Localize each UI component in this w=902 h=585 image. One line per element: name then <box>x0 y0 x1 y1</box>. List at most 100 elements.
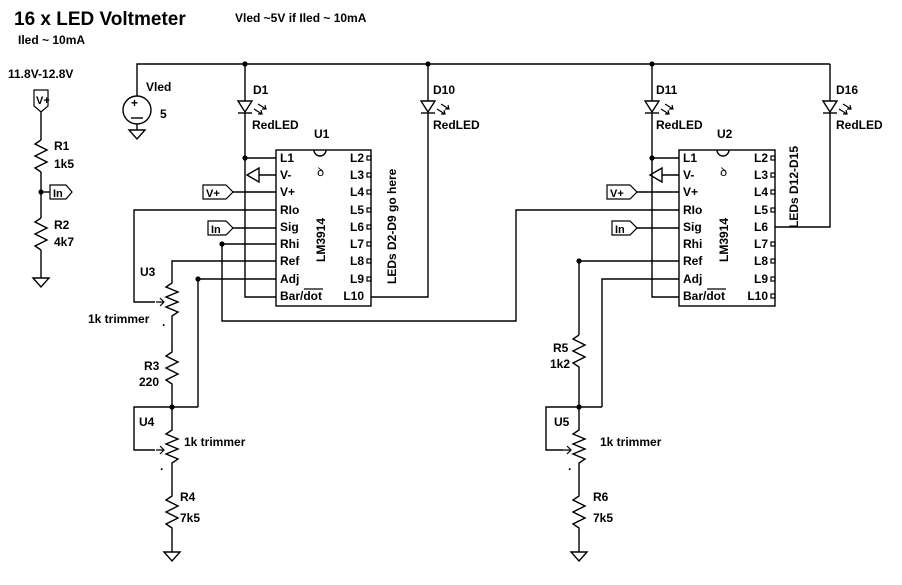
u2-pin-l7: L7 <box>754 237 768 251</box>
resistor-r3: R3 220 <box>139 340 180 407</box>
in-port-supply: In <box>49 184 73 200</box>
u2-pin-rhi: Rhi <box>683 237 702 251</box>
u1-pin-adj: Adj <box>280 272 299 286</box>
svg-text:LM3914: LM3914 <box>314 218 328 262</box>
u2-pin-l6: L6 <box>754 220 768 234</box>
chip-u2: ꝺ U2 LM3914 LEDs D12-D15 L1 V- V+ RIo Si… <box>678 127 801 307</box>
u1-pin-l5: L5 <box>350 203 364 217</box>
svg-text:RedLED: RedLED <box>656 118 703 132</box>
svg-text:.: . <box>162 315 165 329</box>
led-d10: D10 RedLED <box>371 64 480 298</box>
u1-pin-rhi: Rhi <box>280 237 299 251</box>
u2-pin-sig: Sig <box>683 220 702 234</box>
svg-text:R3: R3 <box>144 359 160 373</box>
vplus-port-u2: V+ <box>606 184 638 200</box>
u2-pin-rlo: RIo <box>683 203 702 217</box>
u2-pin-ref: Ref <box>683 254 703 268</box>
u1-pin-l2: L2 <box>350 151 364 165</box>
u2-pin-adj: Adj <box>683 272 702 286</box>
u1-pin-l4: L4 <box>350 185 364 199</box>
svg-text:R5: R5 <box>553 341 569 355</box>
svg-text:R1: R1 <box>54 139 70 153</box>
svg-text:4k7: 4k7 <box>54 235 74 249</box>
svg-text:ꝺ: ꝺ <box>720 165 727 179</box>
svg-text:1k2: 1k2 <box>550 357 570 371</box>
svg-text:5: 5 <box>160 107 167 121</box>
svg-text:.: . <box>160 459 163 473</box>
svg-text:ꝺ: ꝺ <box>317 165 324 179</box>
u2-pin-l3: L3 <box>754 168 768 182</box>
svg-text:U1: U1 <box>314 127 330 141</box>
resistor-r4: R4 7k5 <box>164 490 200 552</box>
resistor-r5: R5 1k2 <box>550 334 587 407</box>
svg-text:RedLED: RedLED <box>252 118 299 132</box>
u1-pin-bardot: Bar/dot <box>280 289 322 303</box>
svg-text:LEDs D12-D15: LEDs D12-D15 <box>787 146 801 228</box>
trimmer-u5: U5 1k trimmer . <box>554 407 662 490</box>
svg-text:In: In <box>615 224 625 236</box>
svg-text:RedLED: RedLED <box>433 118 480 132</box>
resistor-r6: R6 7k5 <box>571 490 613 552</box>
in-port-u2: In <box>611 220 638 236</box>
led-d1: D1 RedLED <box>236 64 299 159</box>
u1-pin-l7: L7 <box>350 237 364 251</box>
u2-pin-l4: L4 <box>754 185 768 199</box>
svg-text:U4: U4 <box>139 415 155 429</box>
svg-text:D11: D11 <box>656 83 678 97</box>
ground-icon <box>162 551 182 563</box>
u1-pin-l1: L1 <box>280 151 294 165</box>
svg-text:D10: D10 <box>433 83 455 97</box>
svg-text:RedLED: RedLED <box>836 118 883 132</box>
svg-text:R6: R6 <box>593 490 609 504</box>
svg-text:1k trimmer: 1k trimmer <box>88 312 150 326</box>
svg-text:U5: U5 <box>554 415 570 429</box>
vplus-port-u1: V+ <box>202 184 234 200</box>
u2-pin-l1: L1 <box>683 151 697 165</box>
u1-pin-l6: L6 <box>350 220 364 234</box>
u1-pin-vplus: V+ <box>280 185 295 199</box>
svg-text:7k5: 7k5 <box>593 511 613 525</box>
svg-text:U3: U3 <box>140 265 156 279</box>
ground-icon <box>245 166 260 184</box>
u1-pin-ref: Ref <box>280 254 300 268</box>
u1-pin-vminus: V- <box>280 168 291 182</box>
u1-pin-rlo: RIo <box>280 203 299 217</box>
svg-text:1k trimmer: 1k trimmer <box>600 435 662 449</box>
u2-pin-l5: L5 <box>754 203 768 217</box>
ground-icon <box>31 277 51 289</box>
led-d11: D11 RedLED <box>643 64 703 159</box>
chip-u1: ꝺ U1 LM3914 LEDs D2-D9 go here L1 V- V+ … <box>275 127 399 307</box>
u1-pin-l3: L3 <box>350 168 364 182</box>
svg-text:7k5: 7k5 <box>180 511 200 525</box>
svg-text:R4: R4 <box>180 490 196 504</box>
trimmer-u4: U4 1k trimmer . <box>139 407 246 490</box>
u2-pin-l8: L8 <box>754 254 768 268</box>
svg-text:+: + <box>131 96 138 110</box>
in-port-u1: In <box>207 220 234 236</box>
u1-pin-l9: L9 <box>350 272 364 286</box>
led-d16: D16 RedLED <box>775 64 883 228</box>
svg-text:U2: U2 <box>717 127 733 141</box>
svg-text:Vled: Vled <box>146 80 171 94</box>
trimmer-u3: U3 1k trimmer . <box>88 265 180 340</box>
u2-pin-l10: L10 <box>747 289 768 303</box>
svg-text:D16: D16 <box>836 83 858 97</box>
resistor-r1: R1 1k5 <box>33 139 74 173</box>
svg-text:R2: R2 <box>54 218 70 232</box>
u1-pin-sig: Sig <box>280 220 299 234</box>
svg-text:1k5: 1k5 <box>54 157 74 171</box>
svg-text:LM3914: LM3914 <box>717 218 731 262</box>
u2-pin-vminus: V- <box>683 168 694 182</box>
svg-text:1k trimmer: 1k trimmer <box>184 435 246 449</box>
svg-text:V+: V+ <box>206 188 220 200</box>
u1-pin-l10: L10 <box>343 289 364 303</box>
vplus-port-supply: V+ <box>33 89 50 113</box>
ground-icon <box>569 551 589 563</box>
svg-text:In: In <box>53 188 63 200</box>
title: 16 x LED Voltmeter <box>14 9 186 30</box>
svg-text:D1: D1 <box>253 83 269 97</box>
u2-pin-vplus: V+ <box>683 185 698 199</box>
u2-pin-bardot: Bar/dot <box>683 289 725 303</box>
ground-icon <box>127 129 147 141</box>
